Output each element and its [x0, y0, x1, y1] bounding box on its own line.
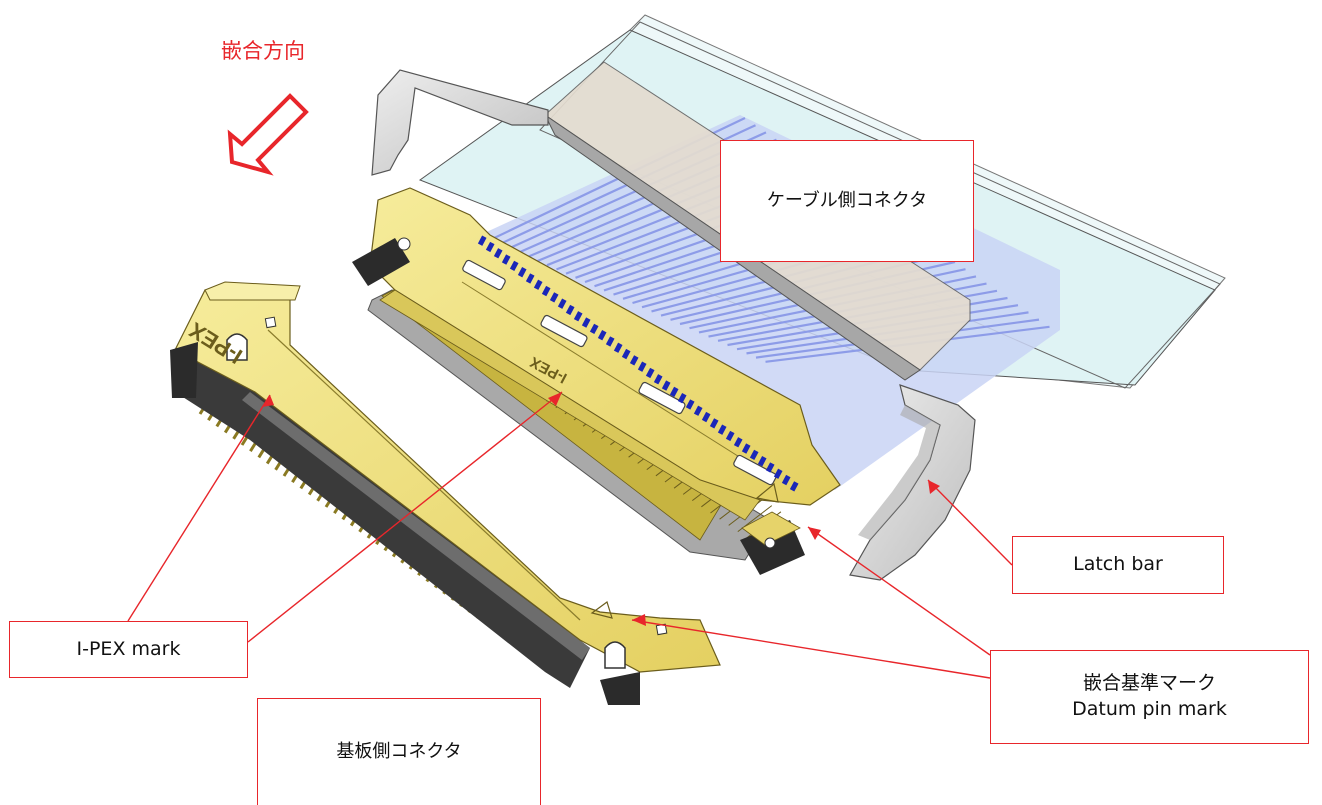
blue-pin: [741, 443, 751, 454]
blue-pin: [709, 418, 719, 429]
datum-pin-mark-label: 嵌合基準マーク Datum pin mark: [990, 650, 1309, 744]
blue-pin: [525, 273, 535, 284]
blue-pin: [781, 474, 791, 486]
blue-pin: [773, 468, 783, 479]
ipex-mark-text: I-PEX mark: [76, 637, 181, 660]
blue-pin: [597, 330, 607, 341]
callout-lines: [127, 391, 1013, 679]
blue-pin: [509, 260, 519, 272]
blue-pin: [501, 254, 511, 265]
blue-pin: [493, 248, 503, 259]
blue-pin: [549, 292, 559, 303]
blue-pin: [573, 311, 583, 322]
blue-pin: [477, 235, 487, 246]
blue-pin: [613, 342, 623, 353]
blue-pin: [685, 399, 695, 410]
blue-pin: [557, 298, 567, 309]
callout-arrowheads: [262, 392, 940, 626]
blue-pin: [725, 430, 735, 442]
blue-pin: [693, 405, 703, 416]
cable-side-connector: I-PEX: [352, 187, 841, 575]
datum-en-text: Datum pin mark: [1072, 698, 1227, 720]
datum-jp-text: 嵌合基準マーク: [1082, 672, 1216, 695]
mating-direction-title: 嵌合方向: [221, 39, 305, 63]
blue-pin: [637, 361, 647, 372]
blue-pin: [533, 279, 543, 290]
blue-pin: [621, 348, 631, 360]
blue-pin: [749, 449, 759, 461]
blue-pin: [589, 323, 599, 335]
board-connector-label: 基板側コネクタ: [257, 698, 541, 805]
blue-pin: [581, 317, 591, 328]
latch-bar: [371, 69, 976, 581]
latch-bar-text: Latch bar: [1073, 553, 1163, 576]
board-connector-text: 基板側コネクタ: [336, 740, 462, 762]
blue-pin: [565, 304, 575, 316]
blue-pin: [701, 411, 711, 423]
blue-pin: [789, 481, 799, 492]
blue-pin: [757, 456, 767, 467]
cable-connector-text: ケーブル側コネクタ: [766, 189, 928, 211]
blue-pin: [653, 374, 663, 385]
blue-pin: [717, 424, 727, 435]
blue-pin: [765, 462, 775, 473]
mating-direction-arrow-icon: [227, 93, 309, 176]
blue-pin: [669, 386, 679, 398]
blue-pin: [733, 437, 743, 448]
blue-pin: [485, 241, 495, 253]
blue-pin: [605, 336, 615, 347]
ipex-mark-label: I-PEX mark: [9, 621, 248, 678]
latch-bar-label: Latch bar: [1012, 536, 1224, 594]
board-side-connector: I-PEX: [170, 281, 721, 705]
blue-pin: [645, 367, 655, 379]
blue-pin: [541, 285, 551, 297]
blue-pin: [629, 355, 639, 366]
blue-pin: [661, 380, 671, 391]
blue-pin: [517, 267, 527, 278]
cable-connector-label: ケーブル側コネクタ: [720, 140, 974, 262]
blue-pin: [677, 393, 687, 404]
